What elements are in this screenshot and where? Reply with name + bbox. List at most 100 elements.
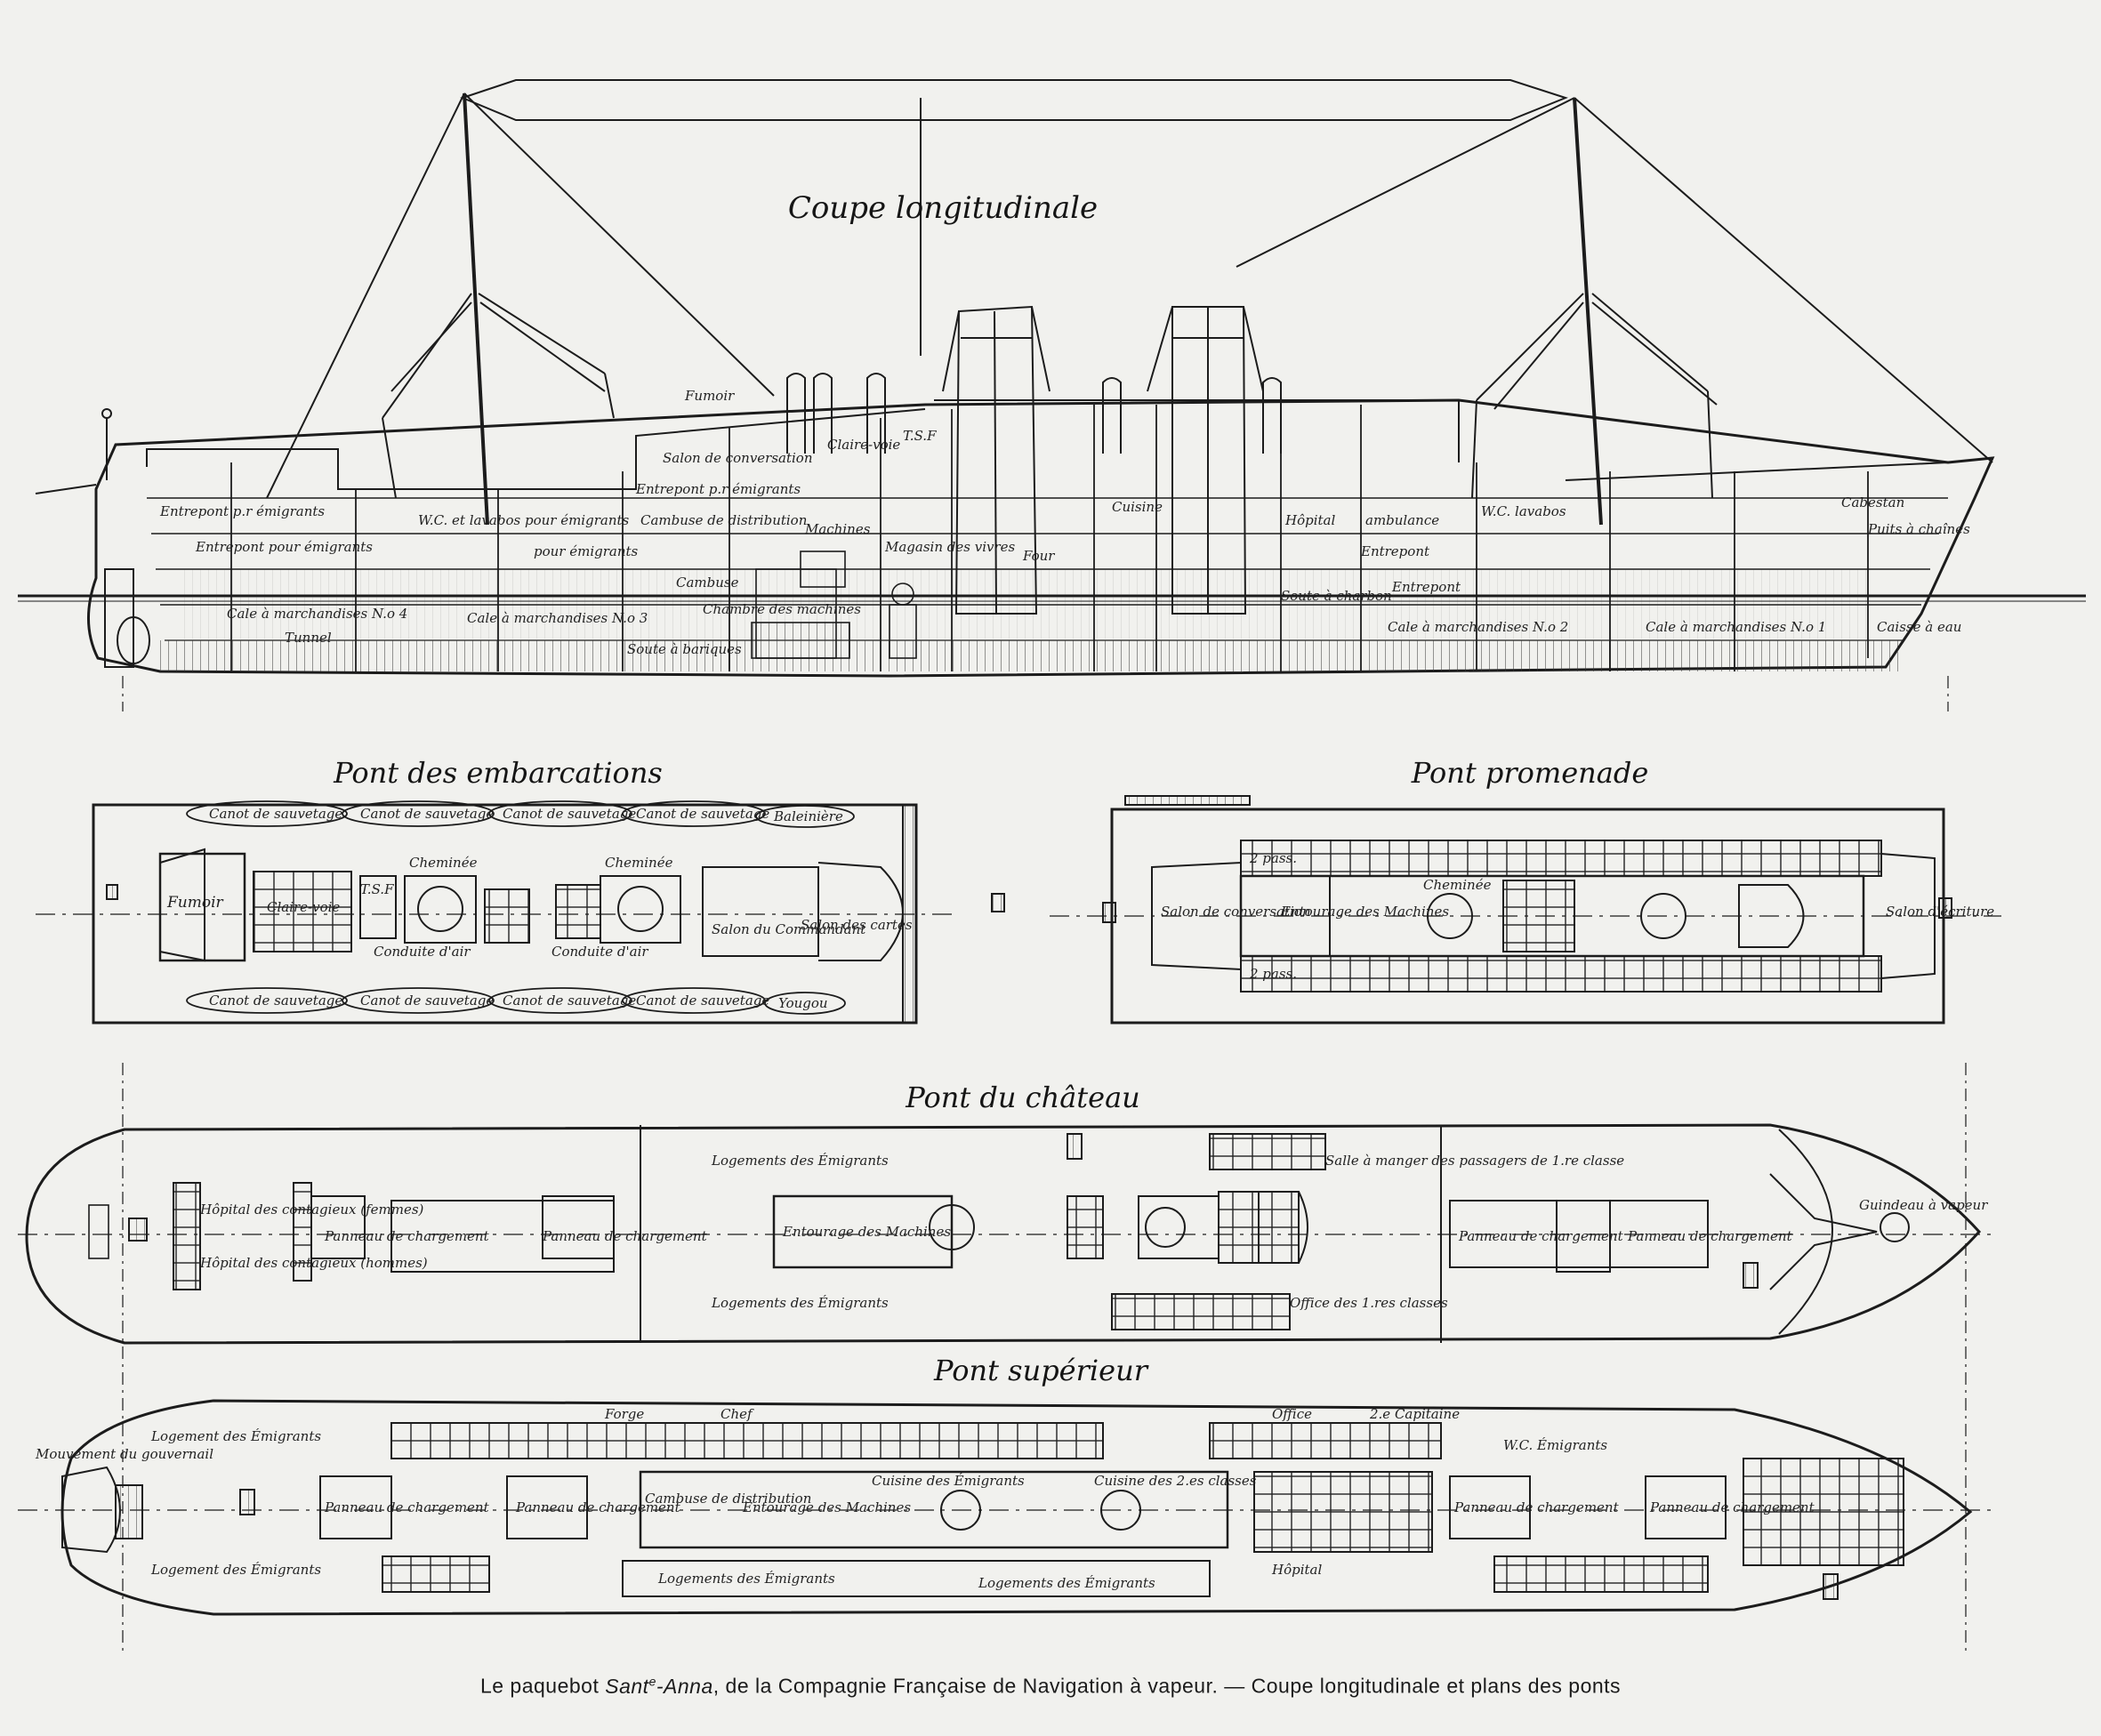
boat-deck-tsf: T.S.F (360, 881, 394, 897)
caption-part2: , de la Compagnie Française de Navigatio… (712, 1674, 1622, 1698)
label-salon-conv: Salon de conversation (663, 450, 813, 466)
plate-caption: Le paquebot Sante-Anna, de la Compagnie … (0, 1674, 2101, 1699)
caption-part1: Le paquebot (479, 1674, 606, 1698)
label-cale-1: Cale à marchandises N.o 1 (1646, 619, 1826, 635)
boat-deck-canot-1: Canot de sauvetage (209, 806, 342, 822)
chateau-panneau-1: Panneau de chargement (324, 1228, 490, 1244)
section-title: Coupe longitudinale (788, 190, 1098, 226)
chateau-panneau-4: Panneau de chargement (1627, 1228, 1793, 1244)
boat-deck-canot-2: Canot de sauvetage (360, 806, 494, 822)
promenade-deck-plan: Pont promenade Salon de conversation Ent… (1050, 756, 2001, 1025)
upper-capitaine-2: 2.e Capitaine (1369, 1406, 1460, 1422)
boat-deck-conduite-1: Conduite d'air (374, 944, 471, 960)
boat-deck-canot-4: Canot de sauvetage (636, 806, 769, 822)
label-wc-lavabos: W.C. et lavabos pour émigrants (418, 512, 630, 528)
chateau-hopital-f: Hôpital des contagieux (femmes) (199, 1202, 424, 1218)
chateau-logements-2: Logements des Émigrants (711, 1295, 889, 1311)
label-tunnel: Tunnel (285, 630, 332, 646)
bulkheads (230, 405, 1869, 671)
label-fumoir: Fumoir (684, 388, 735, 404)
label-cale-2: Cale à marchandises N.o 2 (1388, 619, 1568, 635)
label-claire-voie: Claire-voie (827, 437, 900, 453)
promenade-salon-ecriture: Salon d'écriture (1886, 904, 1994, 920)
upper-panneau-2: Panneau de chargement (515, 1499, 681, 1515)
upper-panneau-1: Panneau de chargement (324, 1499, 490, 1515)
funnels (942, 305, 1264, 615)
label-caisse-eau: Caisse à eau (1877, 619, 1961, 635)
upper-gouvernail: Mouvement du gouvernail (35, 1446, 213, 1462)
boat-deck-salon-cartes: Salon des cartes (801, 917, 913, 933)
promenade-title: Pont promenade (1411, 756, 1649, 790)
boat-deck-yougou: Yougou (778, 995, 828, 1011)
chateau-office: Office des 1.res classes (1290, 1295, 1448, 1311)
longitudinal-section: Coupe longitudinale Fumoir Claire-voie T… (18, 79, 2086, 678)
ventilators (786, 373, 1282, 454)
chateau-panneau-3: Panneau de chargement (1458, 1228, 1624, 1244)
boat-deck-plan: Pont des embarcations (36, 756, 1005, 1025)
boat-deck-fumoir: Fumoir (166, 894, 224, 912)
label-cale-3: Cale à marchandises N.o 3 (467, 610, 648, 626)
label-puits-chaines: Puits à chaînes (1867, 521, 1970, 537)
label-pour-emigrants: pour émigrants (534, 543, 639, 559)
promenade-pass-2: 2 pass. (1249, 966, 1297, 982)
upper-deck-plan: Pont supérieur Logement (18, 1354, 1992, 1616)
rudder-screw (104, 568, 150, 668)
chateau-salle-manger: Salle à manger des passagers de 1.re cla… (1325, 1153, 1624, 1169)
upper-logements-2: Logements des Émigrants (978, 1575, 1155, 1591)
upper-cuisine-emig: Cuisine des Émigrants (872, 1473, 1025, 1489)
chateau-hopital-h: Hôpital des contagieux (hommes) (199, 1255, 428, 1271)
chateau-panneau-2: Panneau de chargement (542, 1228, 708, 1244)
chateau-title: Pont du château (905, 1081, 1140, 1114)
label-cambuse: Cambuse (676, 575, 739, 591)
boat-deck-cheminee-1: Cheminée (409, 855, 478, 871)
label-cabestan: Cabestan (1841, 494, 1904, 510)
label-soute-charbon: Soute à charbon (1281, 588, 1392, 604)
chateau-guindeau: Guindeau à vapeur (1859, 1197, 1988, 1213)
boat-deck-cheminee-2: Cheminée (605, 855, 673, 871)
boat-deck-conduite-2: Conduite d'air (551, 944, 648, 960)
upper-title: Pont supérieur (933, 1354, 1149, 1387)
upper-logement-2: Logement des Émigrants (150, 1562, 321, 1578)
label-entrepont-pour-emig: Entrepont pour émigrants (195, 539, 373, 555)
label-machines: Machines (804, 521, 871, 537)
caption-ship-name: Sante-Anna (605, 1674, 713, 1698)
promenade-salon-conv: Salon de conversation (1161, 904, 1311, 920)
label-entrepont-emig-2: Entrepont p.r émigrants (635, 481, 801, 497)
boat-deck-salon-cdt: Salon du Commandant (712, 921, 866, 937)
upper-forge: Forge (604, 1406, 644, 1422)
label-tsf: T.S.F (903, 428, 937, 444)
boat-deck-canot-3: Canot de sauvetage (503, 806, 636, 822)
label-hopital: Hôpital (1284, 512, 1335, 528)
upper-hopital: Hôpital (1271, 1562, 1322, 1578)
boat-deck-canot-7: Canot de sauvetage (503, 993, 636, 1009)
upper-entourage: Entourage des Machines (742, 1499, 911, 1515)
label-cambuse-distrib: Cambuse de distribution (640, 512, 807, 528)
chateau-deck-plan: Pont du château (18, 1081, 1992, 1345)
label-soute-bariques: Soute à bariques (627, 641, 742, 657)
boat-deck-canot-6: Canot de sauvetage (360, 993, 494, 1009)
label-wc-lavabos-2: W.C. lavabos (1481, 503, 1566, 519)
promenade-pass-1: 2 pass. (1249, 850, 1297, 866)
boat-deck-baleiniere: Baleinière (773, 808, 843, 824)
label-chambre-machines: Chambre des machines (703, 601, 861, 617)
boat-deck-title: Pont des embarcations (333, 756, 663, 790)
label-cale-4: Cale à marchandises N.o 4 (227, 606, 407, 622)
upper-logement-1: Logement des Émigrants (150, 1428, 321, 1444)
upper-office: Office (1272, 1406, 1312, 1422)
chateau-entourage: Entourage des Machines (782, 1224, 951, 1240)
label-entrepont: Entrepont (1360, 543, 1430, 559)
label-entrepont-2: Entrepont (1391, 579, 1461, 595)
upper-logements-1: Logements des Émigrants (657, 1571, 835, 1587)
promenade-cheminee: Cheminée (1423, 877, 1492, 893)
boat-deck-claire-voie: Claire-voie (267, 899, 340, 915)
label-four: Four (1022, 548, 1055, 564)
engines (751, 551, 917, 659)
boat-deck-canot-8: Canot de sauvetage (636, 993, 769, 1009)
wireless-aerial (460, 79, 1568, 121)
label-ambulance: ambulance (1365, 512, 1439, 528)
upper-cuisine-2: Cuisine des 2.es classes (1094, 1473, 1257, 1489)
fore-mast (1236, 97, 1993, 526)
upper-chef: Chef (720, 1406, 754, 1422)
upper-cambuse-distrib: Cambuse de distribution (645, 1491, 811, 1507)
